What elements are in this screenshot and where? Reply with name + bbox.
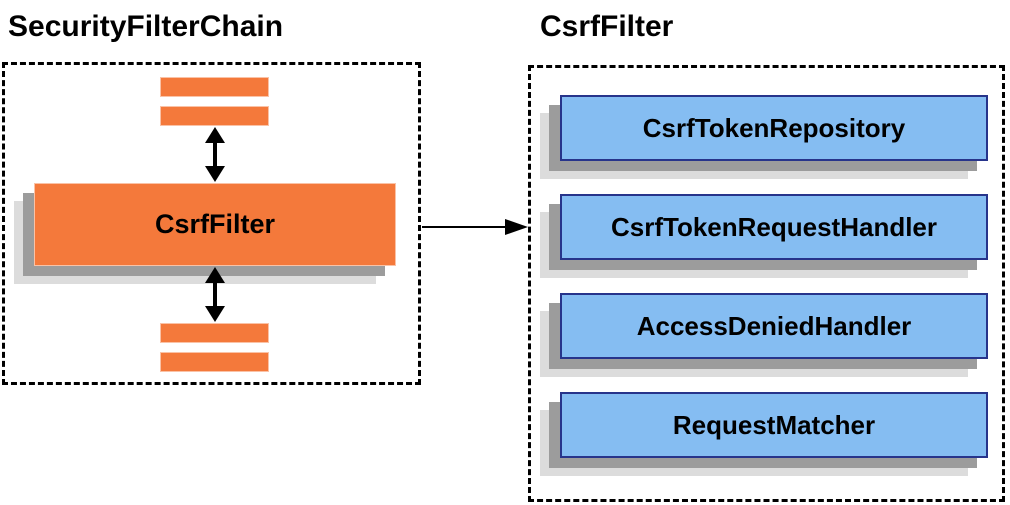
csrf-filter-box xyxy=(528,65,1005,502)
component-csrf-token-repository: CsrfTokenRepository xyxy=(560,95,988,161)
security-filter-chain-box xyxy=(2,62,421,385)
bidirectional-arrow-icon xyxy=(205,267,225,322)
filter-placeholder-bar xyxy=(160,323,269,343)
filter-placeholder-bar xyxy=(160,106,269,126)
component-csrf-token-request-handler: CsrfTokenRequestHandler xyxy=(560,194,988,260)
bidirectional-arrow-icon xyxy=(205,127,225,182)
component-label: CsrfTokenRequestHandler xyxy=(610,211,938,242)
component-access-denied-handler: AccessDeniedHandler xyxy=(560,293,988,359)
flow-arrow-icon xyxy=(422,219,528,235)
filter-placeholder-bar xyxy=(160,77,269,97)
security-filter-chain-title: SecurityFilterChain xyxy=(8,10,284,43)
csrf-filter-node-label: CsrfFilter xyxy=(154,209,276,239)
csrf-filter-title: CsrfFilter xyxy=(540,10,674,43)
filter-placeholder-bar xyxy=(160,352,269,372)
csrf-filter-node: CsrfFilter xyxy=(34,183,396,266)
component-label: AccessDeniedHandler xyxy=(636,310,912,341)
component-request-matcher: RequestMatcher xyxy=(560,392,988,458)
component-label: RequestMatcher xyxy=(672,409,876,440)
component-label: CsrfTokenRepository xyxy=(642,112,906,143)
